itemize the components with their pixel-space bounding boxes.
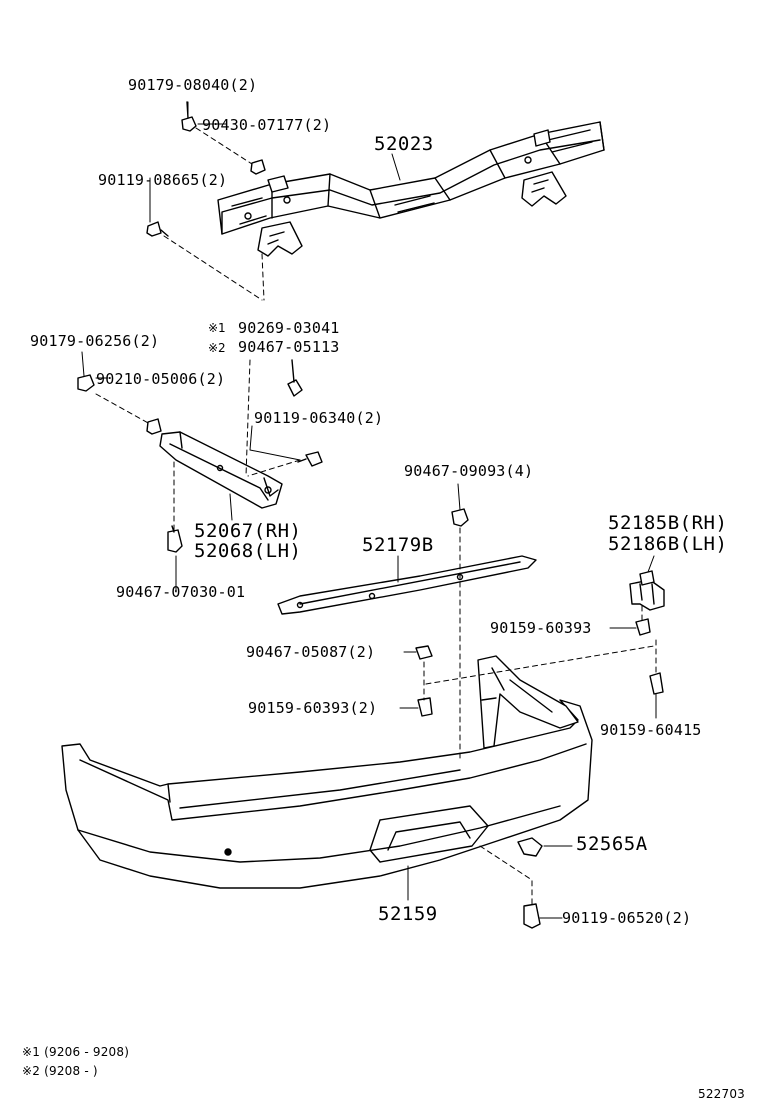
fastener-group-retainer: [77, 359, 323, 553]
screw-90159-60393-lower: [417, 697, 433, 717]
assembly-dash-lines: [95, 127, 657, 905]
footnote-1: ※1 (9206 - 9208): [22, 1045, 130, 1059]
footnote-2: ※2 (9208 - ): [22, 1064, 98, 1078]
label-90210-05006[interactable]: 90210-05006(2): [96, 370, 226, 388]
bumper-retainer-52067: [159, 431, 283, 509]
label-90467-07030-01[interactable]: 90467-07030-01: [116, 583, 246, 601]
marker-2: ※2: [208, 341, 226, 355]
label-90467-05113[interactable]: 90467-05113: [238, 338, 340, 356]
label-90467-05087[interactable]: 90467-05087(2): [246, 643, 376, 661]
bracket-52565A: [517, 837, 543, 857]
label-90159-60393[interactable]: 90159-60393: [490, 619, 592, 637]
label-52179B[interactable]: 52179B: [362, 534, 434, 556]
label-90119-08665[interactable]: 90119-08665(2): [98, 171, 228, 189]
screw-90159-60415: [649, 672, 664, 695]
side-retainer-52185B: [629, 570, 665, 611]
label-90179-08040[interactable]: 90179-08040(2): [128, 76, 258, 94]
clip-90467-09093: [451, 508, 469, 527]
label-90269-03041[interactable]: 90269-03041: [238, 319, 340, 337]
screw-90159-60393: [635, 618, 651, 636]
label-90179-06256[interactable]: 90179-06256(2): [30, 332, 160, 350]
label-90159-60393-2[interactable]: 90159-60393(2): [248, 699, 378, 717]
label-52068[interactable]: 52068(LH): [194, 540, 302, 562]
label-52565A[interactable]: 52565A: [576, 833, 648, 855]
diagram-id: 522703: [698, 1087, 746, 1101]
label-52023[interactable]: 52023: [374, 133, 434, 155]
label-52159[interactable]: 52159: [378, 903, 438, 925]
marker-1: ※1: [208, 321, 226, 335]
label-52067[interactable]: 52067(RH): [194, 520, 302, 542]
label-90159-60415[interactable]: 90159-60415: [600, 721, 702, 739]
screw-90119-06520: [523, 903, 541, 929]
bumper-cover-52159: [61, 655, 593, 889]
label-90430-07177[interactable]: 90430-07177(2): [202, 116, 332, 134]
label-52185B[interactable]: 52185B(RH): [608, 512, 728, 534]
label-90467-09093[interactable]: 90467-09093(4): [404, 462, 534, 480]
energy-absorber-52179B: [277, 555, 537, 615]
clip-90467-05087: [415, 645, 433, 660]
label-90119-06520[interactable]: 90119-06520(2): [562, 909, 692, 927]
label-90119-06340[interactable]: 90119-06340(2): [254, 409, 384, 427]
leader-lines: [81, 101, 657, 919]
bumper-reinforcement-52023: [217, 121, 605, 257]
label-52186B[interactable]: 52186B(LH): [608, 533, 728, 555]
